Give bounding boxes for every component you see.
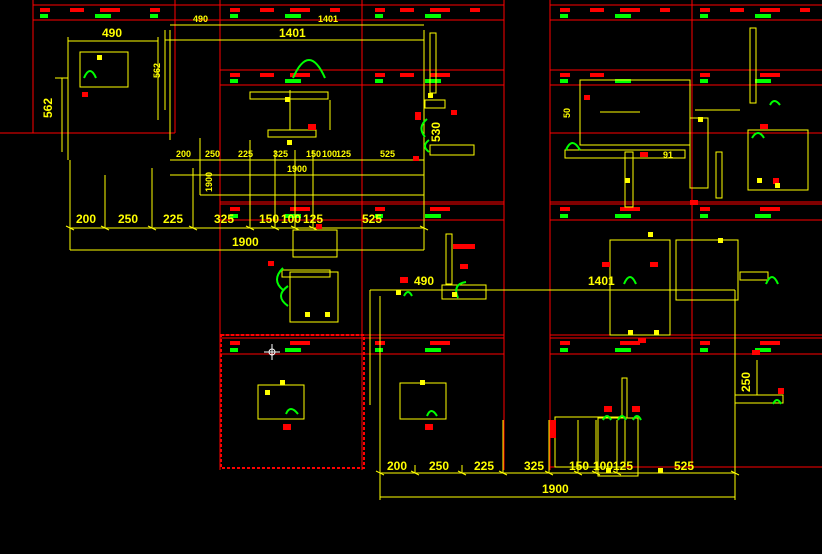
dim-left-row-5: 100 bbox=[281, 212, 301, 226]
red-marker-icon bbox=[82, 92, 88, 97]
red-marker-icon bbox=[584, 95, 590, 100]
red-marker-icon bbox=[760, 124, 768, 129]
dim-bottom-row-4: 150 bbox=[569, 459, 589, 473]
red-marker-icon bbox=[451, 110, 457, 115]
dim-mid-row-7: 525 bbox=[380, 149, 395, 159]
dim-left-total: 1900 bbox=[232, 235, 259, 249]
dim-top-small-h: 562 bbox=[152, 63, 162, 78]
toilet-icon bbox=[426, 410, 438, 417]
dim-right-label: 1401 bbox=[588, 274, 615, 288]
dim-mid-row-0: 200 bbox=[176, 149, 191, 159]
toilet-icon bbox=[769, 100, 781, 106]
toilet-icon bbox=[623, 276, 637, 285]
dim-bottom-row-1: 250 bbox=[429, 459, 449, 473]
red-markers bbox=[82, 92, 784, 438]
dim-left-row-7: 525 bbox=[362, 212, 382, 226]
dim-side-h: 530 bbox=[429, 122, 443, 142]
toilet-icon bbox=[751, 132, 765, 139]
red-marker-icon bbox=[413, 156, 419, 161]
toilet-icon bbox=[285, 408, 299, 415]
toilet-icon bbox=[280, 285, 289, 307]
dim-bottom-total: 1900 bbox=[542, 482, 569, 496]
red-marker-icon bbox=[415, 112, 421, 120]
dim-top-center-width: 1401 bbox=[279, 26, 306, 40]
dim-top-small-w: 490 bbox=[193, 14, 208, 24]
dim-left-row-0: 200 bbox=[76, 212, 96, 226]
toilet-icons bbox=[83, 59, 782, 421]
toilet-icon bbox=[276, 267, 284, 291]
dim-left-row-1: 250 bbox=[118, 212, 138, 226]
dim-mid-total: 1900 bbox=[287, 164, 307, 174]
dim-bottom-row-0: 200 bbox=[387, 459, 407, 473]
dim-center-label: 490 bbox=[414, 274, 434, 288]
crosshair-icon bbox=[264, 344, 280, 360]
red-marker-icon bbox=[602, 262, 610, 267]
dim-right-height: 250 bbox=[739, 372, 753, 392]
dim-top-left-height: 562 bbox=[41, 98, 55, 118]
dim-bottom-row-2: 225 bbox=[474, 459, 494, 473]
toilet-icon bbox=[602, 415, 612, 421]
dim-mid-row-1: 250 bbox=[205, 149, 220, 159]
red-marker-icon bbox=[604, 406, 612, 412]
red-marker-icon bbox=[425, 424, 433, 430]
selection-box[interactable] bbox=[220, 334, 365, 469]
toilet-icon bbox=[455, 281, 467, 299]
anchor-points bbox=[97, 55, 780, 473]
dim-mid-side: 1900 bbox=[204, 172, 214, 192]
red-marker-icon bbox=[690, 200, 698, 205]
dimension-lines bbox=[55, 24, 809, 500]
red-marker-icon bbox=[550, 420, 556, 438]
red-marker-icon bbox=[453, 244, 475, 249]
red-marker-icon bbox=[632, 406, 640, 412]
toilet-icon bbox=[424, 139, 430, 153]
red-marker-icon bbox=[316, 224, 322, 229]
toilet-icon bbox=[632, 415, 642, 421]
dim-right-small: 50 bbox=[562, 108, 572, 118]
title-strip-blocks bbox=[40, 8, 810, 352]
toilet-icon bbox=[292, 59, 326, 79]
toilet-icon bbox=[617, 415, 627, 421]
red-marker-icon bbox=[308, 124, 316, 130]
red-marker-icon bbox=[640, 152, 648, 157]
toilet-icon bbox=[83, 70, 97, 79]
red-marker-icon bbox=[650, 262, 658, 267]
dimension-labels: 490 562 1401 490 562 1401 530 200 250 22… bbox=[41, 14, 753, 496]
dim-mid-row-3: 325 bbox=[273, 149, 288, 159]
red-marker-icon bbox=[268, 261, 274, 266]
grid-frame bbox=[0, 0, 822, 470]
dim-left-row-6: 125 bbox=[303, 212, 323, 226]
dim-bottom-row-7: 525 bbox=[674, 459, 694, 473]
red-marker-icon bbox=[638, 338, 646, 343]
dim-top-head-w: 1401 bbox=[318, 14, 338, 24]
toilet-icon bbox=[765, 276, 779, 285]
dim-mid-row-6: 125 bbox=[336, 149, 351, 159]
dim-bottom-row-3: 325 bbox=[524, 459, 544, 473]
dim-mid-row-2: 225 bbox=[238, 149, 253, 159]
dim-right-small2: 91 bbox=[663, 150, 673, 160]
red-marker-icon bbox=[778, 388, 784, 394]
dim-mid-row-5: 100 bbox=[322, 149, 337, 159]
dim-top-left-width: 490 bbox=[102, 26, 122, 40]
dimension-ticks bbox=[65, 225, 740, 476]
toilet-icon bbox=[772, 399, 782, 405]
red-marker-icon bbox=[283, 424, 291, 430]
red-marker-icon bbox=[460, 264, 468, 269]
toilet-icon bbox=[565, 142, 581, 151]
toilet-icon bbox=[420, 118, 428, 138]
dim-left-row-2: 225 bbox=[163, 212, 183, 226]
dim-mid-row-4: 150 bbox=[306, 149, 321, 159]
red-marker-icon bbox=[752, 350, 760, 355]
dim-bottom-row-6: 125 bbox=[613, 459, 633, 473]
red-marker-icon bbox=[773, 178, 779, 184]
toilet-icon bbox=[403, 291, 413, 297]
dim-left-row-4: 150 bbox=[259, 212, 279, 226]
dim-left-row-3: 325 bbox=[214, 212, 234, 226]
red-marker-icon bbox=[400, 277, 408, 283]
